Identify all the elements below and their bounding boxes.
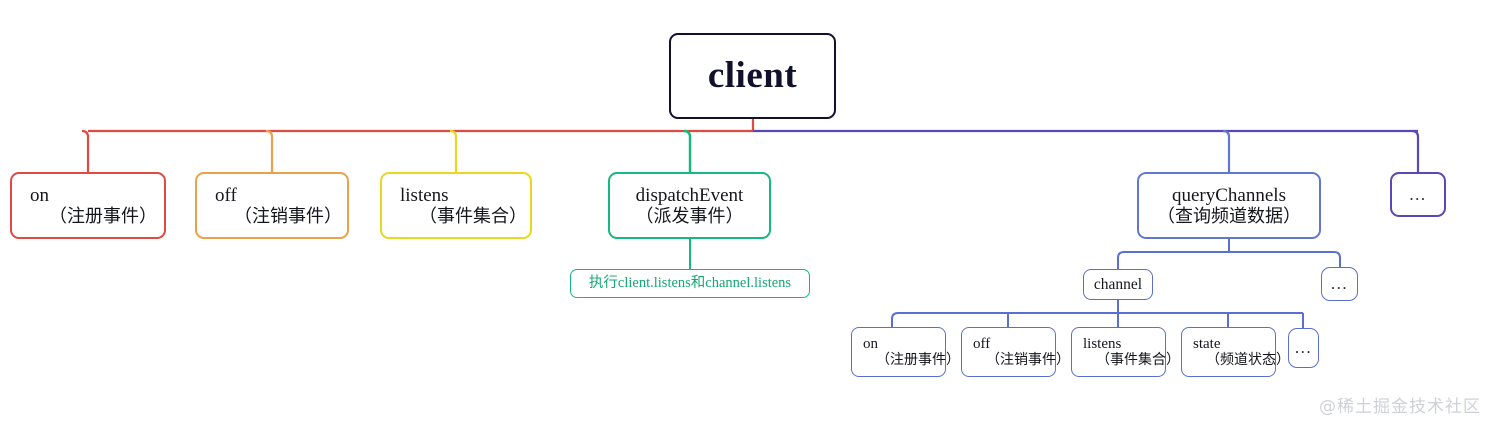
link-query-more [1333,251,1341,267]
node-query-channels-more-label: ... [1330,274,1349,294]
node-on-sublabel: （注册事件） [49,206,157,227]
node-off-sublabel: （注销事件） [234,206,342,227]
node-channel-more-label: ... [1294,338,1313,358]
node-dispatch-event-note[interactable]: 执行client.listens和channel.listens [570,269,810,298]
link-query-channel [1117,251,1125,269]
node-channel-listens-label: listens [1083,335,1122,352]
node-client[interactable]: client [669,33,836,119]
node-client-more[interactable]: ... [1390,172,1446,217]
node-client-label: client [707,55,798,97]
link-root-query [1222,129,1231,172]
link-channel-on [891,312,899,327]
node-channel[interactable]: channel [1083,269,1153,300]
node-channel-state-sublabel: （频道状态） [1206,352,1290,368]
link-root-more [1411,129,1420,172]
node-channel-off-sublabel: （注销事件） [986,352,1070,368]
node-listens-sublabel: （事件集合） [419,206,527,227]
node-dispatch-event-sublabel: （派发事件） [635,206,744,227]
node-listens[interactable]: listens （事件集合） [380,172,532,239]
node-dispatch-event-label: dispatchEvent [635,184,744,206]
node-listens-label: listens [400,184,449,206]
node-channel-on[interactable]: on （注册事件） [851,327,960,377]
node-channel-off[interactable]: off （注销事件） [961,327,1070,377]
node-off-label: off [215,184,237,206]
node-client-more-label: ... [1409,184,1427,204]
node-channel-listens[interactable]: listens （事件集合） [1071,327,1180,377]
node-channel-more[interactable]: ... [1288,328,1319,368]
node-channel-state[interactable]: state （频道状态） [1181,327,1290,377]
node-off[interactable]: off （注销事件） [195,172,349,239]
node-channel-off-label: off [973,335,991,352]
node-query-channels-more[interactable]: ... [1321,267,1358,301]
node-on-label: on [30,184,49,206]
link-root-on [81,129,90,172]
link-root-off [265,129,274,172]
link-root-dispatch [683,129,692,172]
watermark: @稀土掘金技术社区 [1319,397,1481,417]
node-channel-state-label: state [1193,335,1221,352]
node-query-channels-sublabel: （查询频道数据） [1157,206,1301,227]
node-on[interactable]: on （注册事件） [10,172,166,239]
node-channel-on-sublabel: （注册事件） [876,352,960,368]
node-channel-on-label: on [863,335,878,352]
node-dispatch-event[interactable]: dispatchEvent （派发事件） [608,172,771,239]
node-channel-listens-sublabel: （事件集合） [1096,352,1180,368]
node-dispatch-event-note-label: 执行client.listens和channel.listens [588,275,792,292]
link-root-listens [449,129,458,172]
node-channel-label: channel [1093,275,1143,293]
node-query-channels[interactable]: queryChannels （查询频道数据） [1137,172,1321,239]
node-query-channels-label: queryChannels [1172,184,1286,206]
